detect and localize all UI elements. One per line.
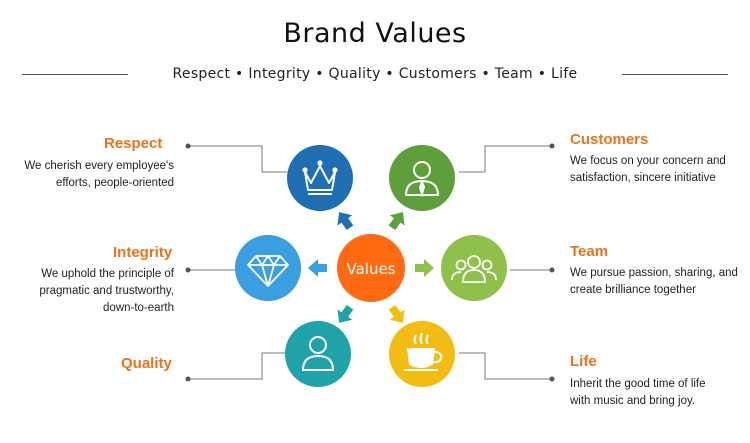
life-desc-line: with music and bring joy.: [570, 395, 696, 407]
respect-description: We cherish every employee's efforts, peo…: [12, 158, 174, 192]
integrity-title: Integrity: [113, 244, 173, 261]
arrow-to-integrity: [308, 259, 327, 277]
subtitle: Respect • Integrity • Quality • Customer…: [172, 66, 578, 82]
customers-description: We focus on your concern and satisfactio…: [570, 153, 746, 187]
respect-desc-line: We cherish every employee's: [24, 160, 174, 172]
connector-lines: [188, 145, 552, 380]
life-desc-line: Inherit the good time of life: [570, 378, 706, 390]
team-title: Team: [570, 243, 609, 260]
arrow-to-customers: [388, 212, 405, 231]
life-description: Inherit the good time of life with music…: [570, 376, 746, 410]
arrow-to-life: [388, 304, 405, 323]
person-icon: [301, 336, 335, 371]
subtitle-divider-right: [622, 74, 728, 75]
arrow-to-respect: [337, 212, 354, 231]
integrity-desc-line: We uphold the principle of: [41, 268, 174, 280]
center-label: Values: [346, 260, 395, 278]
integrity-description: We uphold the principle of pragmatic and…: [12, 266, 174, 317]
integrity-desc-line: pragmatic and trustworthy,: [39, 285, 174, 297]
arrow-to-team: [415, 259, 434, 277]
connector-dots: [185, 143, 555, 382]
team-desc-line: create brilliance together: [570, 284, 696, 296]
respect-desc-line: efforts, people-oriented: [55, 177, 174, 189]
group-icon: [451, 255, 497, 283]
customers-desc-line: We focus on your concern and: [570, 155, 726, 167]
subtitle-divider-left: [22, 74, 128, 75]
crown-icon: [302, 160, 338, 195]
customers-title: Customers: [570, 131, 649, 148]
respect-circle: [287, 145, 353, 211]
customers-desc-line: satisfaction, sincere initiative: [570, 172, 716, 184]
integrity-desc-line: down-to-earth: [103, 302, 174, 314]
connector-respect: [188, 145, 287, 173]
connector-life: [459, 352, 552, 380]
coffee-cup-icon: [404, 332, 443, 371]
life-title: Life: [570, 353, 597, 370]
business-person-icon: [404, 161, 440, 198]
team-desc-line: We pursue passion, sharing, and: [570, 267, 738, 279]
center-circle: [337, 234, 405, 302]
quality-title: Quality: [121, 355, 172, 372]
team-description: We pursue passion, sharing, and create b…: [570, 265, 746, 299]
connector-quality: [188, 352, 287, 380]
page-title: Brand Values: [283, 18, 467, 49]
diamond-icon: [247, 255, 289, 287]
respect-title: Respect: [104, 135, 163, 152]
integrity-circle: [235, 235, 301, 301]
connector-customers: [459, 145, 552, 173]
arrow-to-quality: [337, 304, 354, 323]
